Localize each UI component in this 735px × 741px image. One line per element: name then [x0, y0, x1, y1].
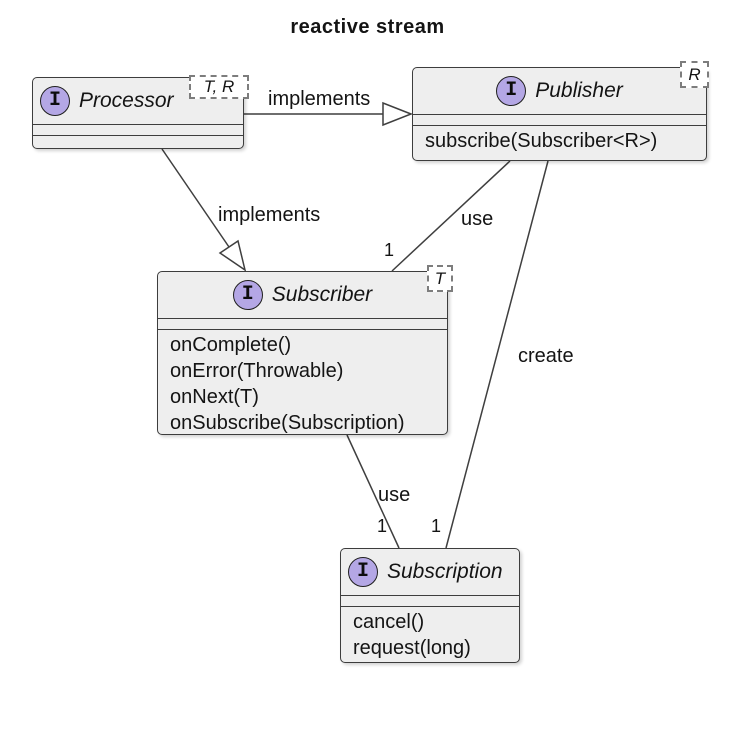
methods-compartment: [33, 135, 243, 148]
generic-type-badge-publisher: R: [680, 61, 709, 88]
edge-subscriber-subscription: [346, 434, 400, 549]
method-item: onComplete(): [170, 334, 292, 356]
methods-compartment: onComplete() onError(Throwable) onNext(T…: [158, 329, 447, 434]
methods-compartment: subscribe(Subscriber<R>): [413, 125, 706, 160]
class-subscriber: I Subscriber onComplete() onError(Throwa…: [157, 271, 448, 435]
interface-icon: I: [348, 557, 378, 587]
edge-publisher-subscription: [445, 160, 549, 549]
class-title-row: I Subscription: [341, 549, 519, 595]
interface-icon-letter: I: [356, 560, 369, 583]
fields-compartment: [413, 114, 706, 125]
class-title-row: I Subscriber: [158, 272, 447, 318]
class-name: Subscriber: [271, 283, 373, 306]
edge-publisher-subscriber: [391, 160, 511, 272]
multiplicity-publisher-subscription: 1: [431, 516, 442, 536]
class-name: Subscription: [387, 560, 503, 583]
method-item: onError(Throwable): [170, 360, 344, 382]
interface-icon-letter: I: [505, 79, 518, 102]
method-item: subscribe(Subscriber<R>): [425, 130, 658, 152]
method-item: cancel(): [353, 611, 425, 633]
class-publisher: I Publisher subscribe(Subscriber<R>): [412, 67, 707, 161]
edge-label-implements-publisher: implements: [268, 88, 371, 110]
methods-compartment: cancel() request(long): [341, 606, 519, 662]
generic-type-badge-subscriber: T: [427, 265, 453, 292]
realization-arrowhead-publisher: [382, 101, 414, 127]
edge-label-create: create: [518, 345, 574, 367]
class-title-row: I Publisher: [413, 68, 706, 114]
edge-label-implements-subscriber: implements: [218, 204, 321, 226]
edge-processor-subscriber: [161, 148, 230, 248]
method-item: onNext(T): [170, 386, 259, 408]
realization-arrowhead-subscriber: [218, 239, 247, 272]
generic-type-badge-processor: T, R: [189, 75, 249, 99]
method-item: onSubscribe(Subscription): [170, 412, 405, 434]
method-item: request(long): [353, 637, 471, 659]
class-title-row: I Processor: [33, 78, 243, 124]
interface-icon-letter: I: [48, 89, 61, 112]
multiplicity-publisher-subscriber: 1: [384, 240, 395, 260]
interface-icon-letter: I: [241, 283, 254, 306]
interface-icon: I: [40, 86, 70, 116]
interface-icon: I: [496, 76, 527, 106]
class-name: Publisher: [535, 79, 623, 102]
edge-label-use-subscriber-subscription: use: [378, 484, 411, 506]
fields-compartment: [158, 318, 447, 329]
interface-icon: I: [232, 280, 263, 310]
class-name: Processor: [79, 89, 174, 112]
class-subscription: I Subscription cancel() request(long): [340, 548, 520, 663]
fields-compartment: [33, 124, 243, 135]
diagram-title: reactive stream: [290, 16, 445, 38]
multiplicity-subscriber-subscription: 1: [377, 516, 388, 536]
fields-compartment: [341, 595, 519, 606]
edge-label-use-publisher-subscriber: use: [461, 208, 494, 230]
